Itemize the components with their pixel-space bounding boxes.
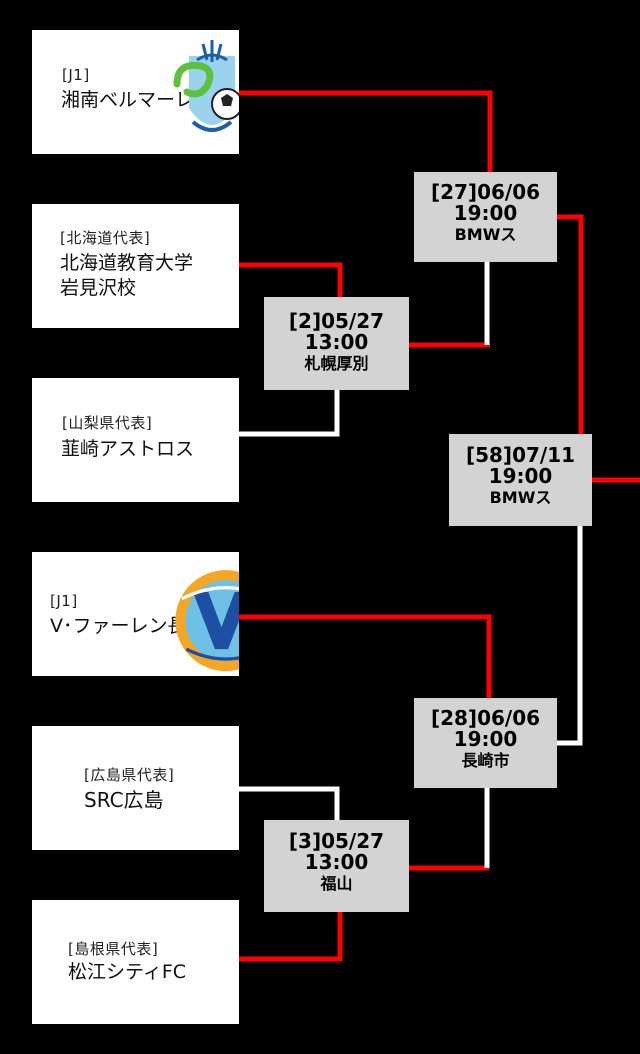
team-card-v-varen-nagasaki[interactable]: [J1] V･ファーレン長崎 [32,552,239,676]
bracket-line-src-hiroshima [239,786,340,822]
match-date: [2]05/27 [288,309,385,333]
team-card-shonan-bellmare[interactable]: [J1] 湘南ベルマーレ [32,30,239,154]
team-card-nirasaki-astros[interactable]: [山梨県代表] 韮崎アストロス [32,378,239,502]
match-box-28[interactable]: [28]06/06 19:00 長崎市 [414,698,557,788]
team-card-hokkaido-kyoiku-iwamizawa[interactable]: [北海道代表] 北海道教育大学 岩見沢校 [32,204,239,328]
match-venue: BMWス [454,225,517,244]
match-venue: BMWス [489,488,552,507]
team-league-tag: [北海道代表] [60,229,151,247]
team-league-tag: [広島県代表] [84,766,175,784]
match-box-27[interactable]: [27]06/06 19:00 BMWス [414,172,557,262]
team-card-src-hiroshima[interactable]: [広島県代表] SRC広島 [32,726,239,850]
team-name: 松江シティFC [68,961,187,983]
bracket-line-nagasaki-winner [239,614,492,698]
team-league-tag: [J1] [50,592,78,610]
team-name-line1: 北海道教育大学 [60,252,194,274]
team-name: SRC広島 [84,788,164,812]
match-box-3[interactable]: [3]05/27 13:00 福山 [264,820,409,912]
team-league-tag: [島根県代表] [68,940,159,958]
team-name: 韮崎アストロス [61,438,195,460]
team-card-matsue-city-fc[interactable]: [島根県代表] 松江シティFC [32,900,239,1024]
team-league-tag: [J1] [62,66,90,84]
match-venue: 札幌厚別 [304,354,369,373]
match-time: 13:00 [304,330,369,354]
match-date: [27]06/06 [430,180,541,204]
bracket-line-nirasaki [239,390,340,437]
team-league-tag: [山梨県代表] [62,414,153,432]
match-time: 19:00 [453,201,518,225]
match-date: [28]06/06 [430,706,541,730]
match-time: 13:00 [304,850,369,874]
bracket-line-matsue-winner [239,912,343,962]
match-box-2[interactable]: [2]05/27 13:00 札幌厚別 [264,297,409,390]
match-time: 19:00 [488,464,553,488]
team-name: 湘南ベルマーレ [61,89,195,111]
match-date: [58]07/11 [465,443,576,467]
match-venue: 長崎市 [461,751,510,770]
v-varen-nagasaki-emblem-icon [175,570,239,672]
match-venue: 福山 [320,874,353,893]
team-name-line2: 岩見沢校 [60,277,137,299]
match-date: [3]05/27 [288,829,385,853]
bracket-line-shonan-winner [239,90,493,172]
match-box-58[interactable]: [58]07/11 19:00 BMWス [449,434,592,526]
match-time: 19:00 [453,727,518,751]
shonan-bellmare-emblem-icon [173,40,239,132]
bracket-line-m28-to-m58 [557,526,583,746]
bracket-line-m27-to-m58 [557,214,584,434]
team-name: V･ファーレン長崎 [50,615,206,637]
